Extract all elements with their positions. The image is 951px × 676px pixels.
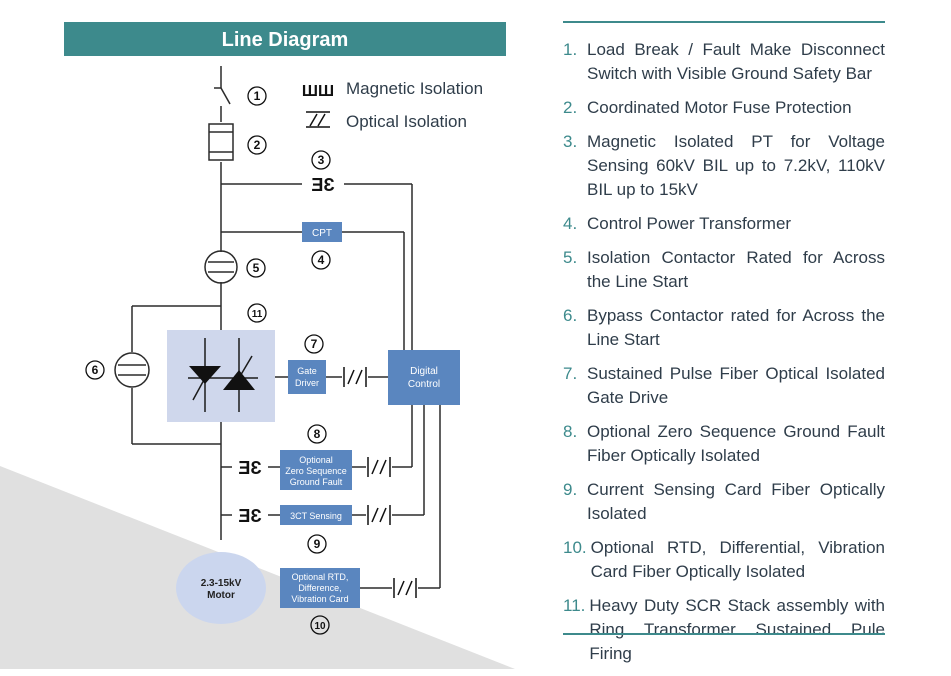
scr-reverse-icon — [223, 370, 255, 390]
svg-text:Control: Control — [408, 379, 440, 390]
list-item: 9. Current Sensing Card Fiber Optically I… — [563, 478, 885, 526]
svg-text:Zero Sequence: Zero Sequence — [285, 466, 347, 476]
ct-magnetic-isolation-icon: ƎƐ — [238, 506, 261, 526]
list-item: 6. Bypass Contactor rated for Across the … — [563, 304, 885, 352]
list-item: 10.Optional RTD, Differential, Vibration… — [563, 536, 885, 584]
pt-magnetic-isolation-icon: ƎƐ — [311, 175, 334, 195]
magnetic-isolation-icon: ШШ — [302, 83, 334, 100]
callout-5: 5 — [253, 261, 260, 275]
zero-sequence-box: Optional Zero Sequence Ground Fault — [280, 450, 352, 490]
svg-text:CPT: CPT — [312, 228, 332, 239]
list-item-number: 3. — [563, 132, 578, 151]
rtd-box: Optional RTD, Difference, Vibration Card — [280, 568, 360, 608]
list-item: 5. Isolation Contactor Rated for Across t… — [563, 246, 885, 294]
list-item-number: 9. — [563, 480, 578, 499]
svg-text:Difference,: Difference, — [298, 583, 341, 593]
motor: 2.3-15kV Motor — [176, 552, 266, 624]
ct-sensing-box: 3CT Sensing — [280, 505, 352, 525]
diagram-title: Line Diagram — [222, 29, 349, 51]
callout-6: 6 — [92, 363, 99, 377]
magnetic-isolation-label: Magnetic Isolation — [346, 79, 483, 98]
list-item: 4. Control Power Transformer — [563, 212, 885, 236]
list-item-text: Bypass Contactor rated for Across the Li… — [587, 306, 885, 349]
gate-driver-box: Gate Driver — [288, 360, 326, 394]
callout-2: 2 — [254, 138, 261, 152]
callout-3: 3 — [318, 153, 325, 167]
list-item-text: Heavy Duty SCR Stack assembly with Ring … — [589, 596, 885, 663]
callout-11: 11 — [252, 309, 263, 320]
list-item: 11.Heavy Duty SCR Stack assembly with Ri… — [563, 594, 885, 666]
svg-text:Digital: Digital — [410, 366, 438, 377]
svg-text:Optional RTD,: Optional RTD, — [292, 572, 349, 582]
list-item-text: Sustained Pulse Fiber Optical Isolated G… — [587, 364, 885, 407]
callouts — [85, 86, 331, 635]
list-item: 1. Load Break / Fault Make Disconnect Swi… — [563, 38, 885, 86]
list-item-text: Load Break / Fault Make Disconnect Switc… — [587, 40, 885, 83]
list-item-number: 4. — [563, 214, 578, 233]
list-item: 8. Optional Zero Sequence Ground Fault Fi… — [563, 420, 885, 468]
legend-top-rule — [563, 21, 885, 23]
list-item-text: Coordinated Motor Fuse Protection — [587, 98, 852, 117]
optical-isolation-label: Optical Isolation — [346, 112, 467, 131]
list-item-text: Control Power Transformer — [587, 214, 792, 233]
list-item-text: Isolation Contactor Rated for Across the… — [587, 248, 885, 291]
callout-10: 10 — [314, 621, 326, 632]
optical-isolation-icon — [306, 111, 330, 128]
scr-forward-icon — [189, 366, 221, 384]
list-item-number: 1. — [563, 40, 578, 59]
fuse-icon — [208, 123, 234, 161]
svg-text:3CT Sensing: 3CT Sensing — [290, 511, 342, 521]
isolation-contactor-icon — [204, 250, 238, 284]
bypass-contactor-icon — [114, 352, 150, 388]
list-item: 3. Magnetic Isolated PT for Voltage Sensi… — [563, 130, 885, 202]
ct-optical-isolation-icon — [367, 505, 391, 525]
gate-optical-isolation-icon — [343, 367, 367, 387]
list-item-number: 11. — [563, 596, 586, 615]
cpt-box: CPT — [302, 222, 342, 242]
list-item-number: 2. — [563, 98, 578, 117]
svg-text:Ground Fault: Ground Fault — [290, 477, 343, 487]
wiring — [131, 66, 441, 589]
svg-text:Optional: Optional — [299, 455, 333, 465]
list-item-number: 7. — [563, 364, 578, 383]
svg-text:2.3-15kV: 2.3-15kV — [201, 578, 242, 589]
list-item-text: Magnetic Isolated PT for Voltage Sensing… — [587, 132, 885, 199]
scr-stack — [167, 330, 275, 422]
zs-optical-isolation-icon — [367, 457, 391, 477]
list-item-number: 10. — [563, 538, 587, 557]
svg-text:Gate: Gate — [297, 366, 317, 376]
list-item-number: 6. — [563, 306, 578, 325]
callout-7: 7 — [311, 337, 318, 351]
digital-control-box: Digital Control — [388, 350, 460, 405]
list-item: 2. Coordinated Motor Fuse Protection — [563, 96, 885, 120]
callout-4: 4 — [318, 253, 325, 267]
callout-9: 9 — [314, 537, 321, 551]
callout-8: 8 — [314, 427, 321, 441]
list-item-text: Optional Zero Sequence Ground Fault Fibe… — [587, 422, 885, 465]
list-item-text: Current Sensing Card Fiber Optically Iso… — [587, 480, 885, 523]
title-bar — [64, 22, 506, 56]
list-item-number: 8. — [563, 422, 578, 441]
component-list: 1. Load Break / Fault Make Disconnect Swi… — [563, 38, 885, 676]
legend-bottom-rule — [563, 633, 885, 635]
svg-text:Motor: Motor — [207, 590, 235, 601]
zs-magnetic-isolation-icon: ƎƐ — [238, 458, 261, 478]
list-item: 7. Sustained Pulse Fiber Optical Isolated… — [563, 362, 885, 410]
svg-text:Driver: Driver — [295, 378, 319, 388]
list-item-number: 5. — [563, 248, 578, 267]
svg-text:Vibration Card: Vibration Card — [291, 594, 348, 604]
callout-1: 1 — [254, 89, 261, 103]
rtd-optical-isolation-icon — [393, 578, 417, 598]
list-item-text: Optional RTD, Differential, Vibration Ca… — [590, 538, 885, 581]
